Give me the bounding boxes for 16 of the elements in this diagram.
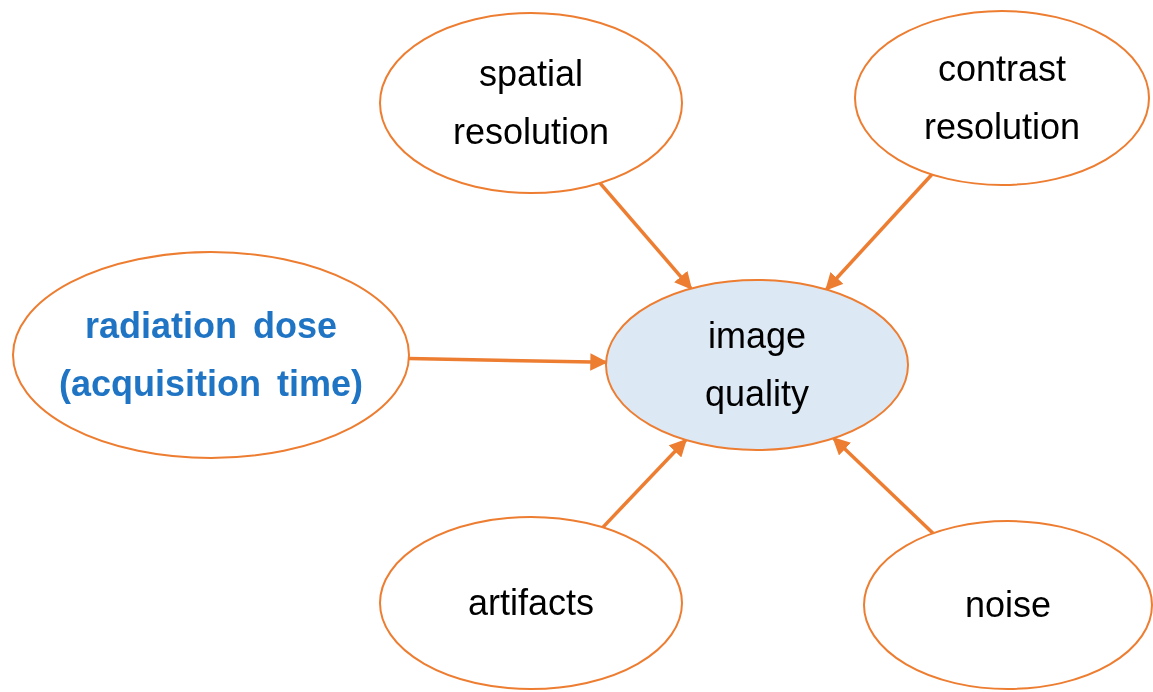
- ellipse-node: [378, 515, 684, 691]
- node-label: radiation dose (acquisition time): [58, 304, 364, 406]
- node-label: image quality: [703, 314, 811, 416]
- node-label: noise: [963, 583, 1053, 627]
- arrow: [601, 438, 688, 529]
- ellipse-node: [11, 250, 411, 460]
- node-label: artifacts: [466, 581, 595, 625]
- arrow: [825, 173, 934, 291]
- ellipse-node: [604, 278, 910, 452]
- ellipse-node: [862, 519, 1153, 691]
- node-label: spatial resolution: [451, 52, 611, 154]
- ellipse-node: [378, 11, 684, 195]
- node-label: contrast resolution: [922, 47, 1082, 149]
- arrow: [598, 181, 693, 290]
- arrow: [832, 437, 935, 535]
- ellipse-node: [853, 9, 1151, 187]
